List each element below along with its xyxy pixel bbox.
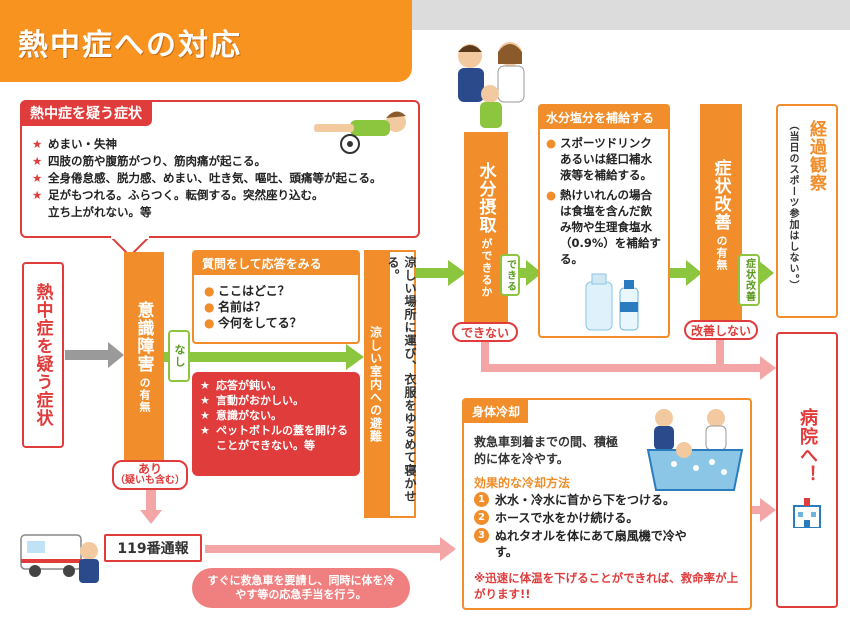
consciousness-check-bar: 意識障害 の有無: [124, 252, 164, 462]
title-banner: [0, 0, 412, 82]
symptom-item-continued: 立ち上がれない。等: [48, 205, 152, 219]
improvement-check-bar: 症状改善 の有無: [700, 104, 742, 326]
caregivers-illustration: [458, 42, 525, 128]
method-number: 2: [474, 510, 489, 525]
symptom-item: ★四肢の筋や腹筋がつり、筋肉痛が起こる。: [32, 154, 267, 168]
cooling-method-item: 3 ぬれタオルを体にあて扇風機で冷やす。: [474, 528, 704, 560]
top-gray-band: [412, 0, 850, 30]
improved-label: 症状改善: [738, 254, 760, 306]
body-cooling-box: 身体冷却 救急車到着までの間、積極的に体を冷やす。 効果的な冷却方法 1 氷水・…: [462, 398, 752, 610]
water-intake-check-bar: 水分摂取 ができるか: [464, 132, 508, 328]
consciousness-signs-box: ★応答が鈍い。 ★言動がおかしい。 ★意識がない。 ★ペットボトルの蓋を開けるこ…: [192, 372, 360, 476]
sign-item: ★応答が鈍い。: [200, 379, 282, 392]
hydration-box-header: 水分塩分を補給する: [540, 106, 668, 129]
can-label: できる: [500, 254, 520, 296]
question-box-header: 質問をして応答をみる: [194, 252, 358, 275]
cool-room-evacuation-label: 涼しい室内への避難: [364, 250, 388, 518]
symptom-item: ★全身倦怠感、脱力感、めまい、吐き気、嘔吐、頭痛等が起こる。: [32, 171, 382, 185]
cannot-label: できない: [452, 322, 518, 342]
call-119-box: 119番通報: [104, 534, 202, 562]
ambulance-illustration: [20, 534, 99, 583]
ice-bath-illustration: [646, 409, 744, 491]
method-number: 1: [474, 492, 489, 507]
suspect-box-pointer: [110, 236, 150, 258]
body-cooling-header: 身体冷却: [464, 400, 529, 423]
question-box: 質問をして応答をみる ●ここはどこ？ ●名前は？ ●今何をしてる？: [192, 250, 360, 344]
cooling-method-item: 2 ホースで水をかけ続ける。: [474, 510, 704, 526]
question-item: ●今何をしてる？: [204, 316, 302, 330]
question-item: ●名前は？: [204, 300, 267, 314]
hydration-box: 水分塩分を補給する ●スポーツドリンクあるいは経口補水液等を補給する。 ●熱けい…: [538, 104, 670, 338]
observation-box: 経過観察 （当日のスポーツ参加はしない。）: [776, 104, 838, 318]
symptom-item: ★足がもつれる。ふらつく。転倒する。突然座り込む。: [32, 188, 324, 202]
page-title: 熱中症への対応: [18, 28, 242, 63]
none-label: なし: [168, 330, 190, 382]
body-cooling-intro: 救急車到着までの間、積極的に体を冷やす。: [474, 435, 619, 466]
hydration-item: ●スポーツドリンクあるいは経口補水液等を補給する。: [546, 136, 652, 182]
sign-item: ★言動がおかしい。: [200, 394, 304, 407]
question-item: ●ここはどこ？: [204, 284, 290, 298]
cooling-note: ※迅速に体温を下げることができれば、救命率が上がります!!: [474, 571, 739, 601]
symptom-item: ★めまい・失神: [32, 137, 117, 151]
method-number: 3: [474, 528, 489, 543]
not-improved-label: 改善しない: [684, 320, 758, 340]
suspect-heatstroke-label: 熱中症を疑う症状: [22, 262, 64, 448]
present-label: あり （疑いも含む）: [112, 460, 188, 490]
suspect-symptoms-header: 熱中症を疑う症状: [20, 100, 152, 126]
cooling-method-list: 1 氷水・冷水に首から下をつける。 2 ホースで水をかけ続ける。 3 ぬれタオル…: [474, 492, 704, 560]
sign-item: ★ペットボトルの蓋を開けることができない。等: [200, 424, 348, 452]
cooling-method-title: 効果的な冷却方法: [474, 476, 571, 490]
sign-item: ★意識がない。: [200, 409, 282, 422]
cool-room-instructions: 涼しい場所に運び、衣服をゆるめて寝かせる。: [386, 250, 417, 518]
emergency-note: すぐに救急車を要請し、同時に体を冷やす等の応急手当を行う。: [192, 568, 410, 608]
hospital-box: 病院へ！: [776, 332, 838, 608]
cooling-method-item: 1 氷水・冷水に首から下をつける。: [474, 492, 704, 508]
collapsed-player-illustration: [314, 111, 406, 154]
drink-bottles-illustration: [585, 273, 639, 331]
hydration-item: ●熱けいれんの場合は食塩を含んだ飲み物や生理食塩水（0.9%）を補給する。: [546, 188, 661, 266]
hospital-building-icon: [793, 498, 821, 528]
